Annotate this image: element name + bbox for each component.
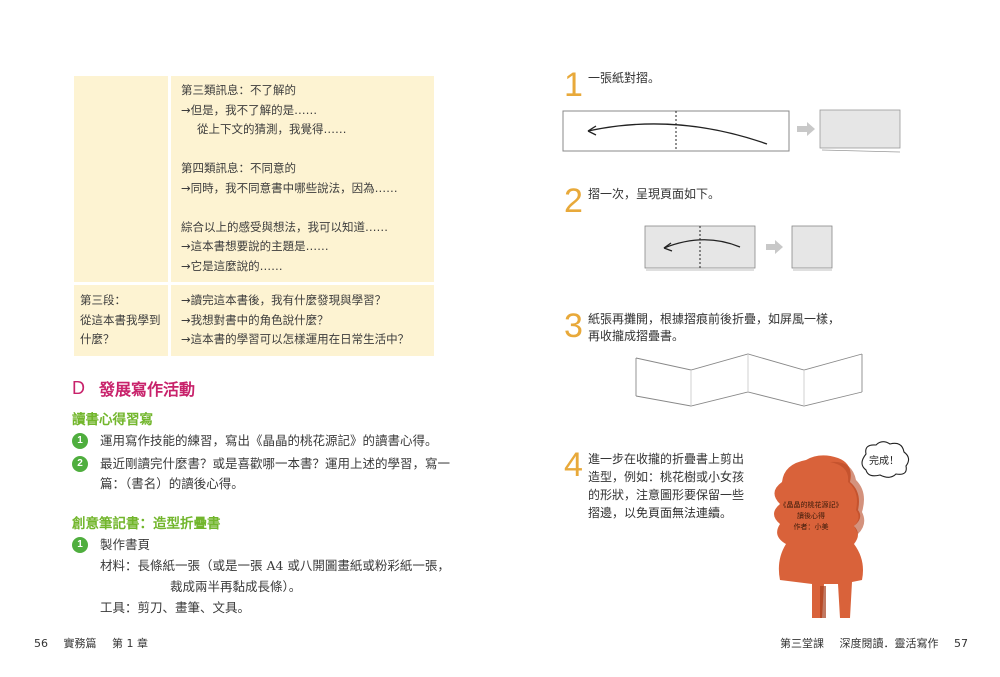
list-item: 1 製作書頁 (72, 535, 452, 555)
bubble-text: 完成！ (869, 456, 899, 467)
tools-line: 工具：剪刀、畫筆、文具。 (100, 600, 251, 615)
accordion-fold-diagram (635, 353, 863, 407)
step-line: 摺一次，呈現頁面如下。 (588, 187, 721, 201)
number-badge-icon: 1 (72, 433, 88, 449)
section-letter: D (72, 377, 85, 398)
table-row: 第三類訊息：不了解的 →但是，我不了解的是…… 從上下文的猜測，我覺得…… 第四… (74, 76, 434, 282)
item-text: 最近剛讀完什麼書？或是喜歡哪一本書？運用上述的學習，寫一 (100, 456, 451, 471)
step-text: 進一步在收攏的折疊書上剪出 造型，例如：桃花樹或小女孩 的形狀，注意圖形要保留一… (588, 450, 744, 522)
table-line: →我想對書中的角色說什麼？ (181, 312, 329, 327)
table-label-line: 第三段： (80, 293, 126, 307)
item-text: 篇：（書名）的讀後心得。 (100, 476, 244, 491)
page-footer: 第三堂課 深度閱讀．靈活寫作 57 (768, 635, 968, 651)
table-content-cell: →讀完這本書後，我有什麼發現與學習？ →我想對書中的角色說什麼？ →這本書的學習… (171, 285, 434, 356)
page-footer: 56 實務篇 第 1 章 (34, 635, 160, 651)
item-text: 製作書頁 (100, 537, 151, 552)
fold-diagram-1 (562, 109, 901, 153)
cutout-book-photo: 《晶晶的桃花源記》 讀後心得 作者：小美 (758, 452, 878, 622)
fold-diagram-2 (644, 225, 833, 271)
book-part: 實務篇 (63, 637, 97, 650)
list-item: 1 運用寫作技能的練習，寫出《晶晶的桃花源記》的讀書心得。 (72, 431, 452, 451)
spacer (181, 140, 424, 160)
cutout-label-line: 作者：小美 (793, 523, 829, 531)
table-label-line: 什麼？ (80, 332, 115, 346)
cutout-label: 《晶晶的桃花源記》 讀後心得 作者：小美 (776, 500, 846, 533)
step-text: 摺一次，呈現頁面如下。 (588, 186, 720, 203)
table-line: 第四類訊息：不同意的 (181, 161, 296, 175)
step-line: 紙張再攤開，根據摺痕前後折疊，如屏風一樣， (588, 312, 841, 326)
table-line: →它是這麼說的…… (181, 258, 283, 273)
step-number: 4 (564, 446, 583, 484)
section-d-heading: D 發展寫作活動 (72, 376, 452, 400)
section-d: D 發展寫作活動 讀書心得習寫 1 運用寫作技能的練習，寫出《晶晶的桃花源記》的… (72, 376, 452, 618)
table-label-cell: 第三段： 從這本書我學到 什麼？ (74, 285, 168, 356)
table-label-line: 從這本書我學到 (80, 312, 161, 327)
step-line: 進一步在收攏的折疊書上剪出 (588, 452, 745, 466)
cutout-label-line: 《晶晶的桃花源記》 (779, 501, 843, 509)
chapter-label: 第 1 章 (112, 637, 148, 650)
step-line: 再收攏成摺疊書。 (588, 329, 685, 343)
item-text: 運用寫作技能的練習，寫出《晶晶的桃花源記》的讀書心得。 (100, 433, 438, 448)
table-label-cell (74, 76, 168, 282)
list-item: 2 最近剛讀完什麼書？或是喜歡哪一本書？運用上述的學習，寫一 篇：（書名）的讀後… (72, 454, 452, 494)
subsection-title: 創意筆記書：造型折疊書 (72, 516, 221, 532)
step-text: 紙張再攤開，根據摺痕前後折疊，如屏風一樣， 再收攏成摺疊書。 (588, 311, 840, 345)
table-row: 第三段： 從這本書我學到 什麼？ →讀完這本書後，我有什麼發現與學習？ →我想對… (74, 285, 434, 356)
subsection-title: 讀書心得習寫 (72, 412, 153, 428)
step-number: 2 (564, 182, 583, 220)
materials-line: 裁成兩半再黏成長條）。 (170, 579, 302, 594)
page-number: 57 (954, 637, 968, 650)
materials-line: 材料：長條紙一張（或是一張 A4 或八開圖畫紙或粉彩紙一張， (100, 558, 450, 573)
section-title: 發展寫作活動 (99, 380, 196, 399)
step-line: 造型，例如：桃花樹或小女孩 (588, 470, 745, 484)
table-line: 綜合以上的感受與想法，我可以知道…… (181, 219, 388, 234)
table-line: →這本書的學習可以怎樣運用在日常生活中？ (181, 332, 410, 346)
materials-text: 材料：長條紙一張（或是一張 A4 或八開圖畫紙或粉彩紙一張， 裁成兩半再黏成長條… (72, 555, 452, 618)
step-number: 3 (564, 307, 583, 345)
step-number: 1 (564, 66, 583, 104)
number-badge-icon: 2 (72, 456, 88, 472)
table-line: →同時，我不同意書中哪些說法，因為…… (181, 180, 398, 195)
step-line: 的形狀，注意圖形要保留一些 (588, 488, 745, 502)
step-line: 摺邊，以免頁面無法連續。 (588, 506, 733, 520)
writing-guide-table: 第三類訊息：不了解的 →但是，我不了解的是…… 從上下文的猜測，我覺得…… 第四… (74, 76, 434, 359)
table-line: →這本書想要說的主題是…… (181, 239, 329, 253)
table-line: 第三類訊息：不了解的 (181, 83, 296, 97)
girl-cutout-icon (774, 455, 865, 618)
lesson-label: 第三堂課 (780, 637, 824, 650)
table-line: →但是，我不了解的是…… (181, 102, 318, 117)
cloud-bubble-icon (861, 441, 910, 478)
lesson-title: 深度閱讀．靈活寫作 (839, 637, 939, 650)
cutout-label-line: 讀後心得 (797, 512, 825, 520)
table-line: 從上下文的猜測，我覺得…… (197, 122, 347, 136)
number-badge-icon: 1 (72, 537, 88, 553)
right-page: 1 一張紙對摺。 2 摺一次，呈現頁面如下。 3 紙張再攤開，根據摺痕前後折疊，… (500, 0, 1000, 677)
page-number: 56 (34, 637, 48, 650)
step-text: 一張紙對摺。 (588, 70, 660, 87)
table-content-cell: 第三類訊息：不了解的 →但是，我不了解的是…… 從上下文的猜測，我覺得…… 第四… (171, 76, 434, 282)
left-page: 第三類訊息：不了解的 →但是，我不了解的是…… 從上下文的猜測，我覺得…… 第四… (34, 76, 452, 651)
step-line: 一張紙對摺。 (588, 71, 661, 85)
table-line: →讀完這本書後，我有什麼發現與學習？ (181, 293, 387, 307)
speech-bubble: 完成！ (856, 440, 912, 480)
spacer (181, 198, 424, 218)
